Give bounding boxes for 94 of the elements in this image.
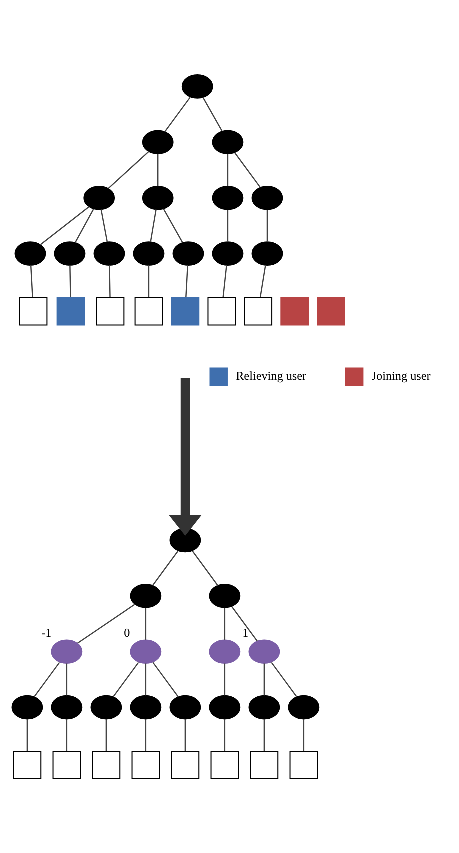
- node-circle: [182, 74, 214, 98]
- node-circle: [252, 185, 284, 210]
- node-circle: [209, 639, 241, 664]
- connector: [227, 154, 229, 186]
- node-circle: [170, 528, 202, 552]
- node-circle: [84, 185, 116, 210]
- node-circle: [90, 694, 122, 720]
- connector: [224, 663, 226, 696]
- connector: [303, 718, 305, 751]
- connector: [264, 663, 266, 696]
- connector: [100, 209, 108, 242]
- connector: [184, 718, 186, 751]
- node-box: [13, 750, 42, 779]
- legend-label: Relieving user: [236, 368, 307, 383]
- connector: [271, 662, 298, 697]
- node-box: [134, 296, 164, 326]
- connector: [40, 206, 90, 245]
- connector: [186, 265, 188, 297]
- node-box: [250, 750, 279, 779]
- connector: [66, 663, 68, 696]
- node-circle: [130, 639, 162, 664]
- node-circle: [94, 241, 126, 266]
- node-box: [244, 296, 273, 326]
- node-box: [92, 750, 121, 779]
- connector: [106, 718, 108, 751]
- node-circle: [212, 241, 244, 266]
- node-circle: [252, 241, 284, 266]
- node-circle: [130, 583, 162, 608]
- connector: [202, 96, 223, 132]
- node-box: [19, 296, 48, 326]
- connector: [34, 662, 60, 697]
- node-circle: [14, 241, 46, 266]
- connector: [26, 718, 28, 751]
- connector: [74, 208, 94, 243]
- node-circle: [209, 694, 241, 720]
- node-box: [96, 296, 125, 326]
- node-box: [208, 296, 236, 326]
- connector: [222, 265, 228, 298]
- node-circle: [248, 639, 280, 664]
- node-circle: [212, 185, 244, 210]
- node-circle: [130, 694, 162, 720]
- connector: [227, 209, 229, 242]
- connector: [30, 265, 34, 297]
- connector: [266, 209, 268, 242]
- node-circle: [212, 130, 244, 154]
- node-box: [132, 750, 160, 779]
- connector: [108, 150, 150, 189]
- node-box: [52, 750, 82, 779]
- connector: [152, 662, 179, 697]
- node-box: [171, 750, 200, 779]
- node-box: [290, 750, 318, 779]
- node-circle: [248, 694, 280, 720]
- connector: [232, 606, 258, 642]
- connector: [152, 550, 179, 586]
- node-box: [210, 750, 240, 779]
- connector: [145, 718, 147, 751]
- node-box: [317, 296, 346, 326]
- node-box: [171, 296, 200, 326]
- node-circle: [172, 241, 204, 266]
- connector: [109, 265, 111, 297]
- node-circle: [142, 185, 174, 210]
- connector: [164, 96, 191, 132]
- node-label: 0: [124, 625, 130, 640]
- connector: [260, 264, 266, 298]
- connector: [234, 152, 262, 188]
- connector: [70, 265, 72, 297]
- connector: [224, 608, 226, 640]
- node-circle: [12, 694, 44, 720]
- connector: [66, 718, 68, 751]
- node-circle: [170, 694, 202, 720]
- connector: [192, 550, 218, 586]
- node-label: 1: [242, 625, 249, 640]
- connector: [78, 604, 136, 644]
- connector: [224, 718, 226, 751]
- connector: [163, 208, 184, 242]
- node-label: -1: [42, 625, 52, 640]
- node-circle: [209, 583, 241, 608]
- node-circle: [54, 241, 86, 266]
- node-circle: [288, 694, 320, 720]
- connector: [150, 209, 157, 242]
- node-circle: [133, 241, 165, 266]
- legend-label: Joining user: [372, 368, 431, 383]
- node-box: [280, 296, 309, 326]
- node-circle: [142, 130, 174, 154]
- connector: [145, 663, 147, 696]
- node-box: [56, 296, 86, 326]
- node-circle: [51, 639, 83, 664]
- connector: [157, 154, 159, 186]
- connector: [264, 718, 266, 751]
- node-circle: [51, 694, 83, 720]
- arrow: [168, 378, 202, 536]
- connector: [112, 662, 140, 697]
- connector: [145, 608, 147, 640]
- connector: [148, 265, 150, 297]
